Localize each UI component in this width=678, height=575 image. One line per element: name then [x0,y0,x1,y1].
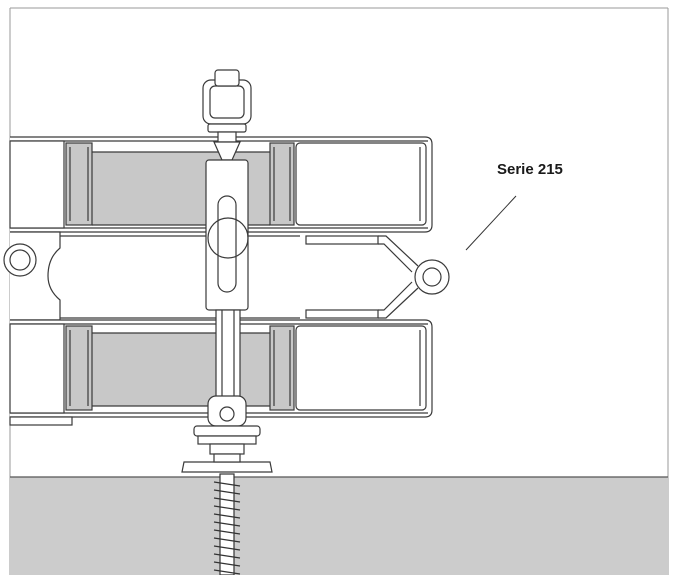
anchor-assembly [181,69,273,473]
middle-connector [3,231,379,321]
hinge-link [378,235,450,319]
callout-leader-line [465,195,517,251]
anchor-screw [213,473,241,575]
callout-label: Serie 215 [497,161,563,178]
ground-substrate [10,476,668,575]
callout-serie-215: Serie 215 [465,161,563,251]
